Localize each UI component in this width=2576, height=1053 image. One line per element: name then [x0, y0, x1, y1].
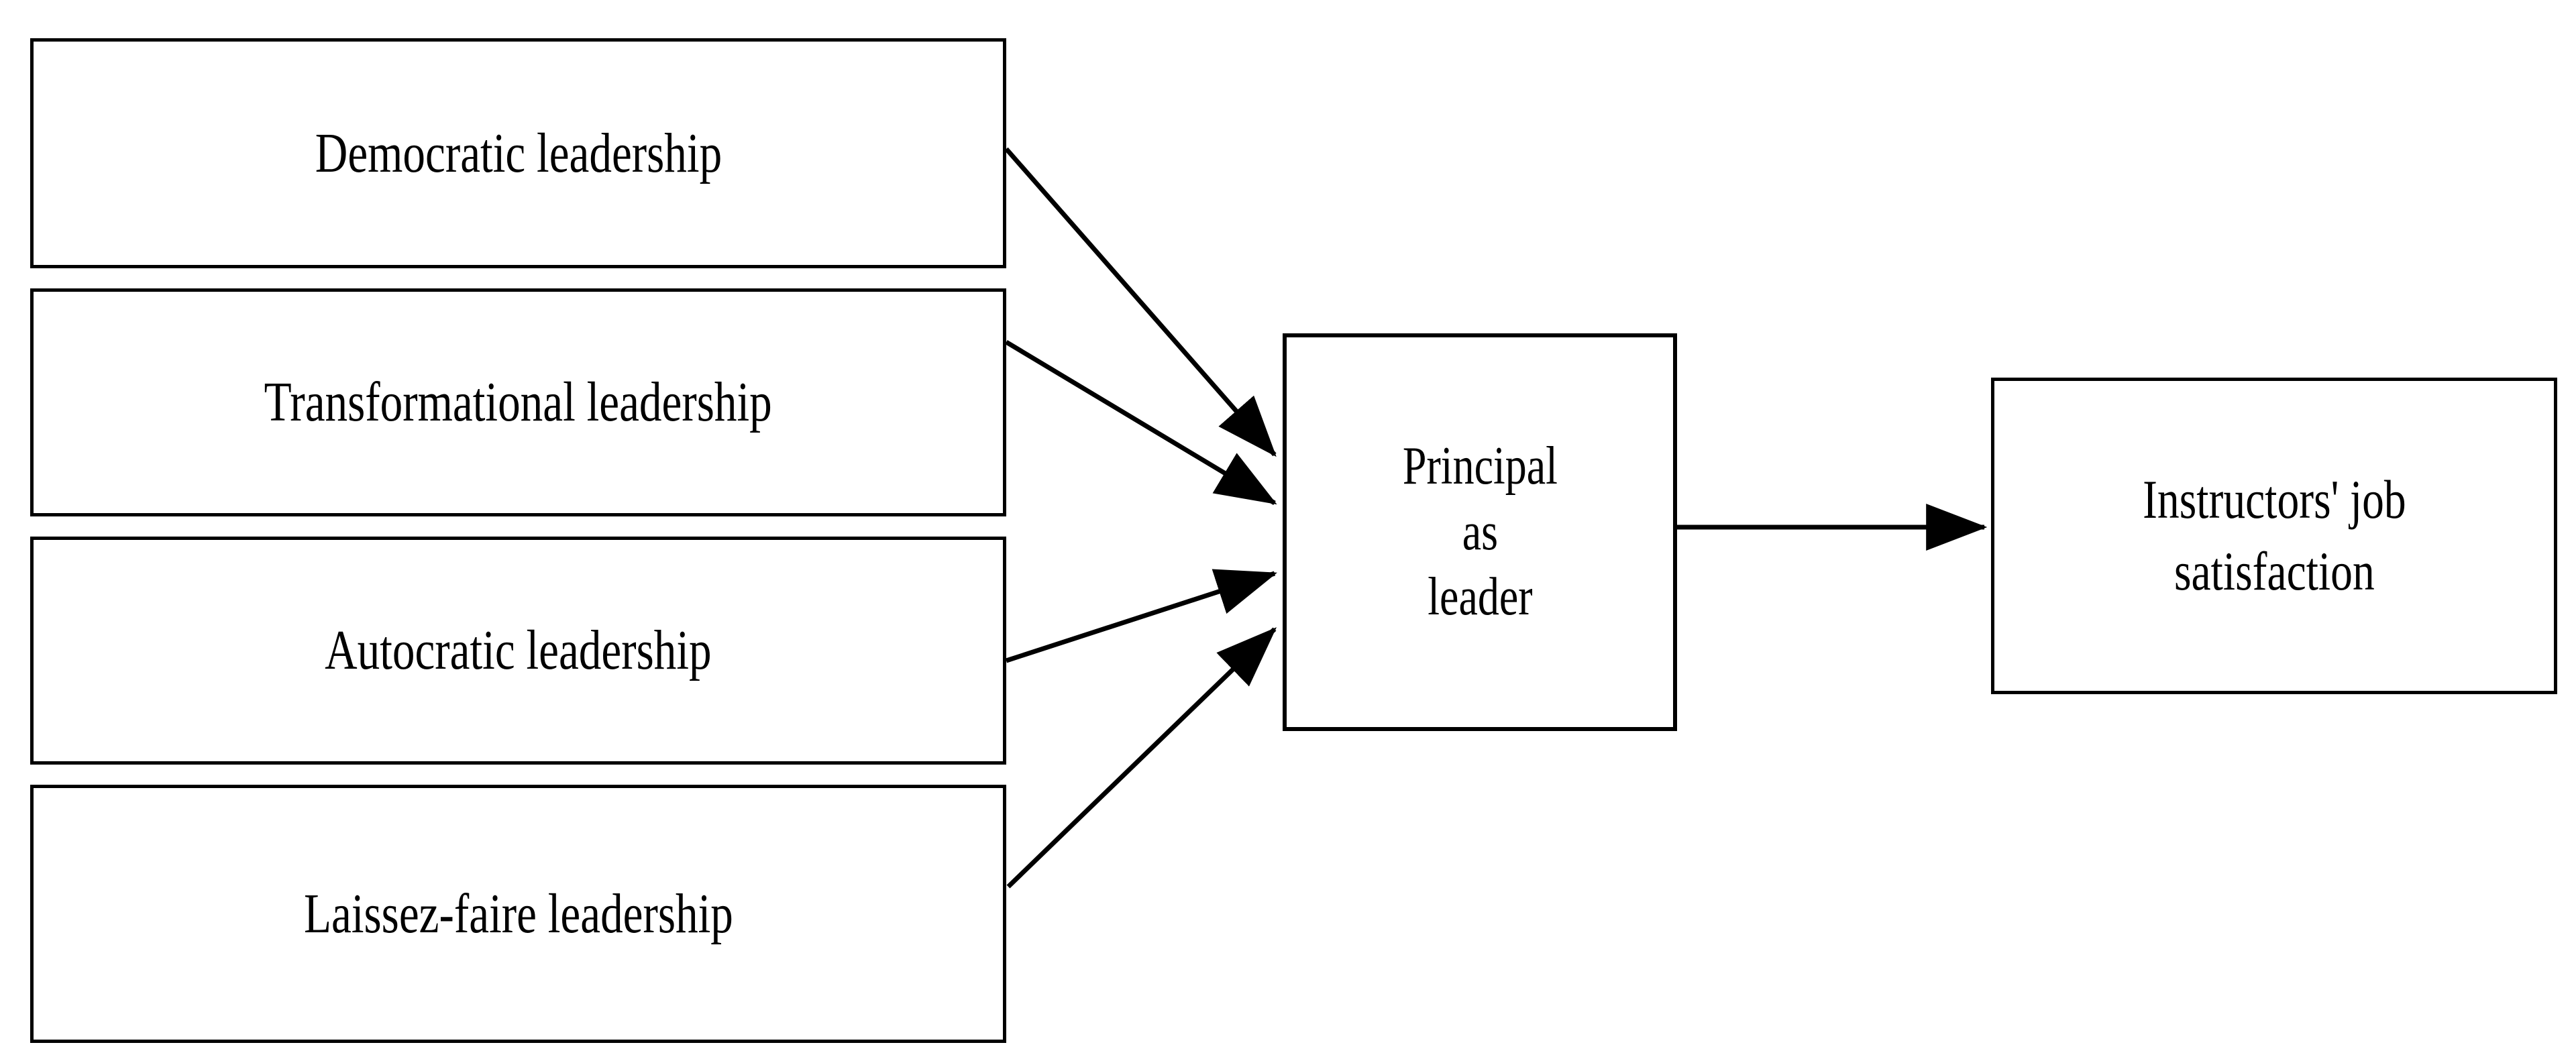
node-autocratic-leadership[interactable]: Autocratic leadership — [30, 537, 1006, 765]
node-autocratic-leadership-label: Autocratic leadership — [325, 619, 712, 682]
node-democratic-leadership[interactable]: Democratic leadership — [30, 38, 1006, 268]
node-laissez-faire-leadership-label: Laissez-faire leadership — [303, 882, 733, 945]
node-instructors-job-satisfaction[interactable]: Instructors' job satisfaction — [1991, 378, 2557, 694]
node-principal-as-leader-label: Principal as leader — [1402, 437, 1558, 627]
node-principal-as-leader[interactable]: Principal as leader — [1283, 333, 1677, 731]
edge-laissez-to-principal — [1006, 627, 1277, 889]
node-transformational-leadership-label: Transformational leadership — [264, 371, 773, 434]
node-transformational-leadership[interactable]: Transformational leadership — [30, 288, 1006, 516]
edge-transformational-to-principal — [1005, 339, 1277, 506]
node-instructors-job-satisfaction-label: Instructors' job satisfaction — [2142, 469, 2406, 602]
node-democratic-leadership-label: Democratic leadership — [315, 121, 722, 184]
node-laissez-faire-leadership[interactable]: Laissez-faire leadership — [30, 785, 1006, 1043]
edge-democratic-to-principal — [1004, 147, 1277, 457]
edge-autocratic-to-principal — [1005, 569, 1277, 663]
